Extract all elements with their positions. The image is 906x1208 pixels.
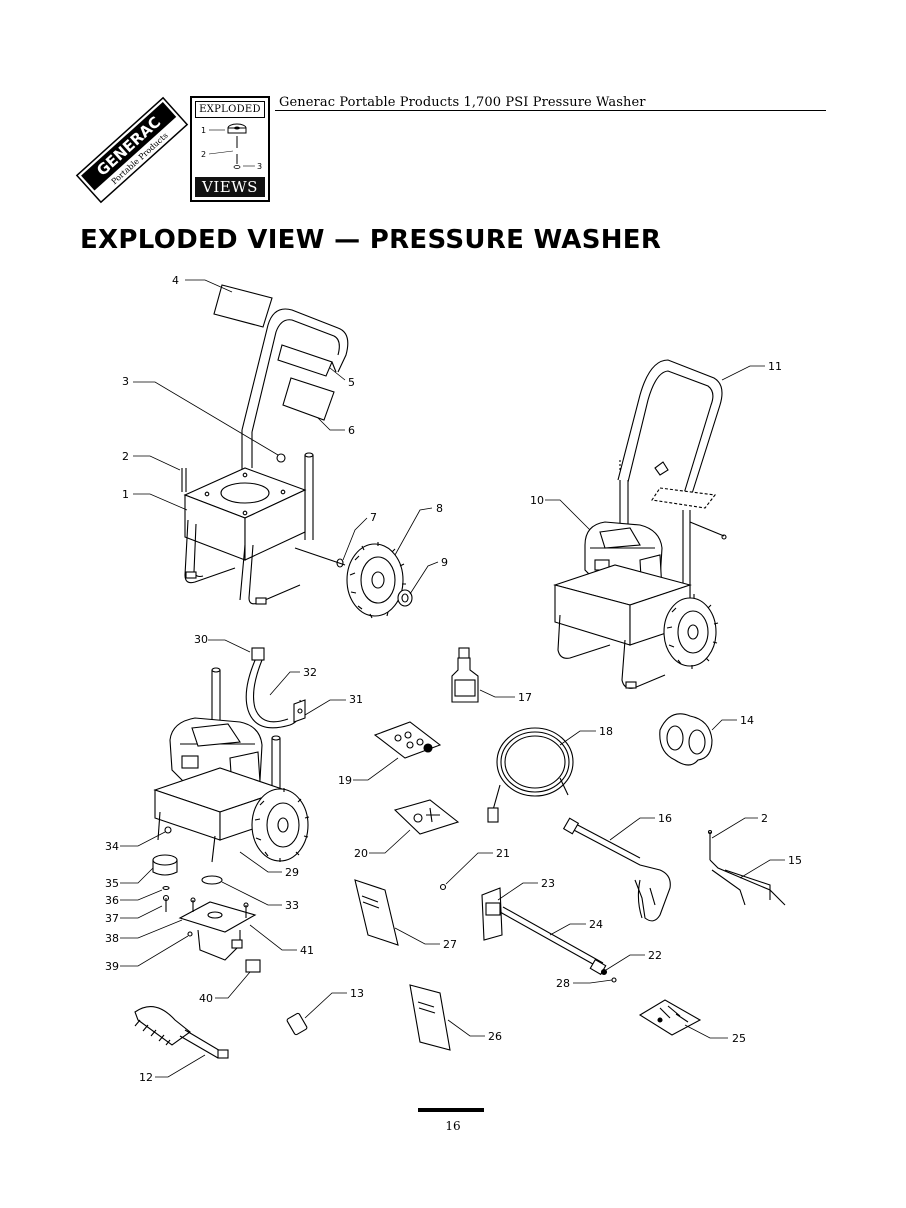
- callout-7: 7: [370, 511, 377, 524]
- callout-28: 28: [556, 977, 570, 990]
- callout-13: 13: [350, 987, 364, 1000]
- callout-3: 3: [122, 375, 129, 388]
- callout-23: 23: [541, 877, 555, 890]
- generac-logo: GENERAC Portable Products: [75, 96, 189, 204]
- callout-21: 21: [496, 847, 510, 860]
- callout-16: 16: [658, 812, 672, 825]
- callout-35: 35: [105, 877, 119, 890]
- callout-12: 12: [139, 1071, 153, 1084]
- badge-item-3: 3: [257, 162, 262, 171]
- badge-illustration: 1 2 3: [201, 123, 262, 171]
- callout-34: 34: [105, 840, 119, 853]
- callout-17: 17: [518, 691, 532, 704]
- callout-1: 1: [122, 488, 129, 501]
- callout-22: 22: [648, 949, 662, 962]
- callout-40: 40: [199, 992, 213, 1005]
- callout-37: 37: [105, 912, 119, 925]
- callout-25: 25: [732, 1032, 746, 1045]
- callout-20: 20: [354, 847, 368, 860]
- page-title: EXPLODED VIEW — PRESSURE WASHER: [80, 225, 662, 255]
- callout-5: 5: [348, 376, 355, 389]
- callout-26: 26: [488, 1030, 502, 1043]
- callout-38: 38: [105, 932, 119, 945]
- exploded-views-badge: EXPLODED 1 2 3 VIEWS: [190, 96, 270, 202]
- badge-top-label: EXPLODED: [195, 101, 265, 118]
- document-header-title: Generac Portable Products 1,700 PSI Pres…: [279, 95, 646, 110]
- callout-24: 24: [589, 918, 603, 931]
- callout-2b: 2: [761, 812, 768, 825]
- callout-30: 30: [194, 633, 208, 646]
- callout-6: 6: [348, 424, 355, 437]
- page-number: 16: [445, 1119, 461, 1133]
- callout-29: 29: [285, 866, 299, 879]
- callout-14: 14: [740, 714, 754, 727]
- callout-2: 2: [122, 450, 129, 463]
- callout-41: 41: [300, 944, 314, 957]
- callout-19: 19: [338, 774, 352, 787]
- badge-bottom-label: VIEWS: [195, 177, 265, 197]
- callout-32: 32: [303, 666, 317, 679]
- page-number-bar: [418, 1108, 484, 1112]
- callout-10: 10: [530, 494, 544, 507]
- badge-item-1: 1: [201, 126, 206, 135]
- callout-36: 36: [105, 894, 119, 907]
- callout-11: 11: [768, 360, 782, 373]
- callout-39: 39: [105, 960, 119, 973]
- callout-9: 9: [441, 556, 448, 569]
- badge-item-2: 2: [201, 150, 206, 159]
- header-rule: [275, 110, 826, 111]
- callout-31: 31: [349, 693, 363, 706]
- callout-33: 33: [285, 899, 299, 912]
- callout-15: 15: [788, 854, 802, 867]
- callout-18: 18: [599, 725, 613, 738]
- callout-4: 4: [172, 274, 179, 287]
- callout-8: 8: [436, 502, 443, 515]
- callout-27: 27: [443, 938, 457, 951]
